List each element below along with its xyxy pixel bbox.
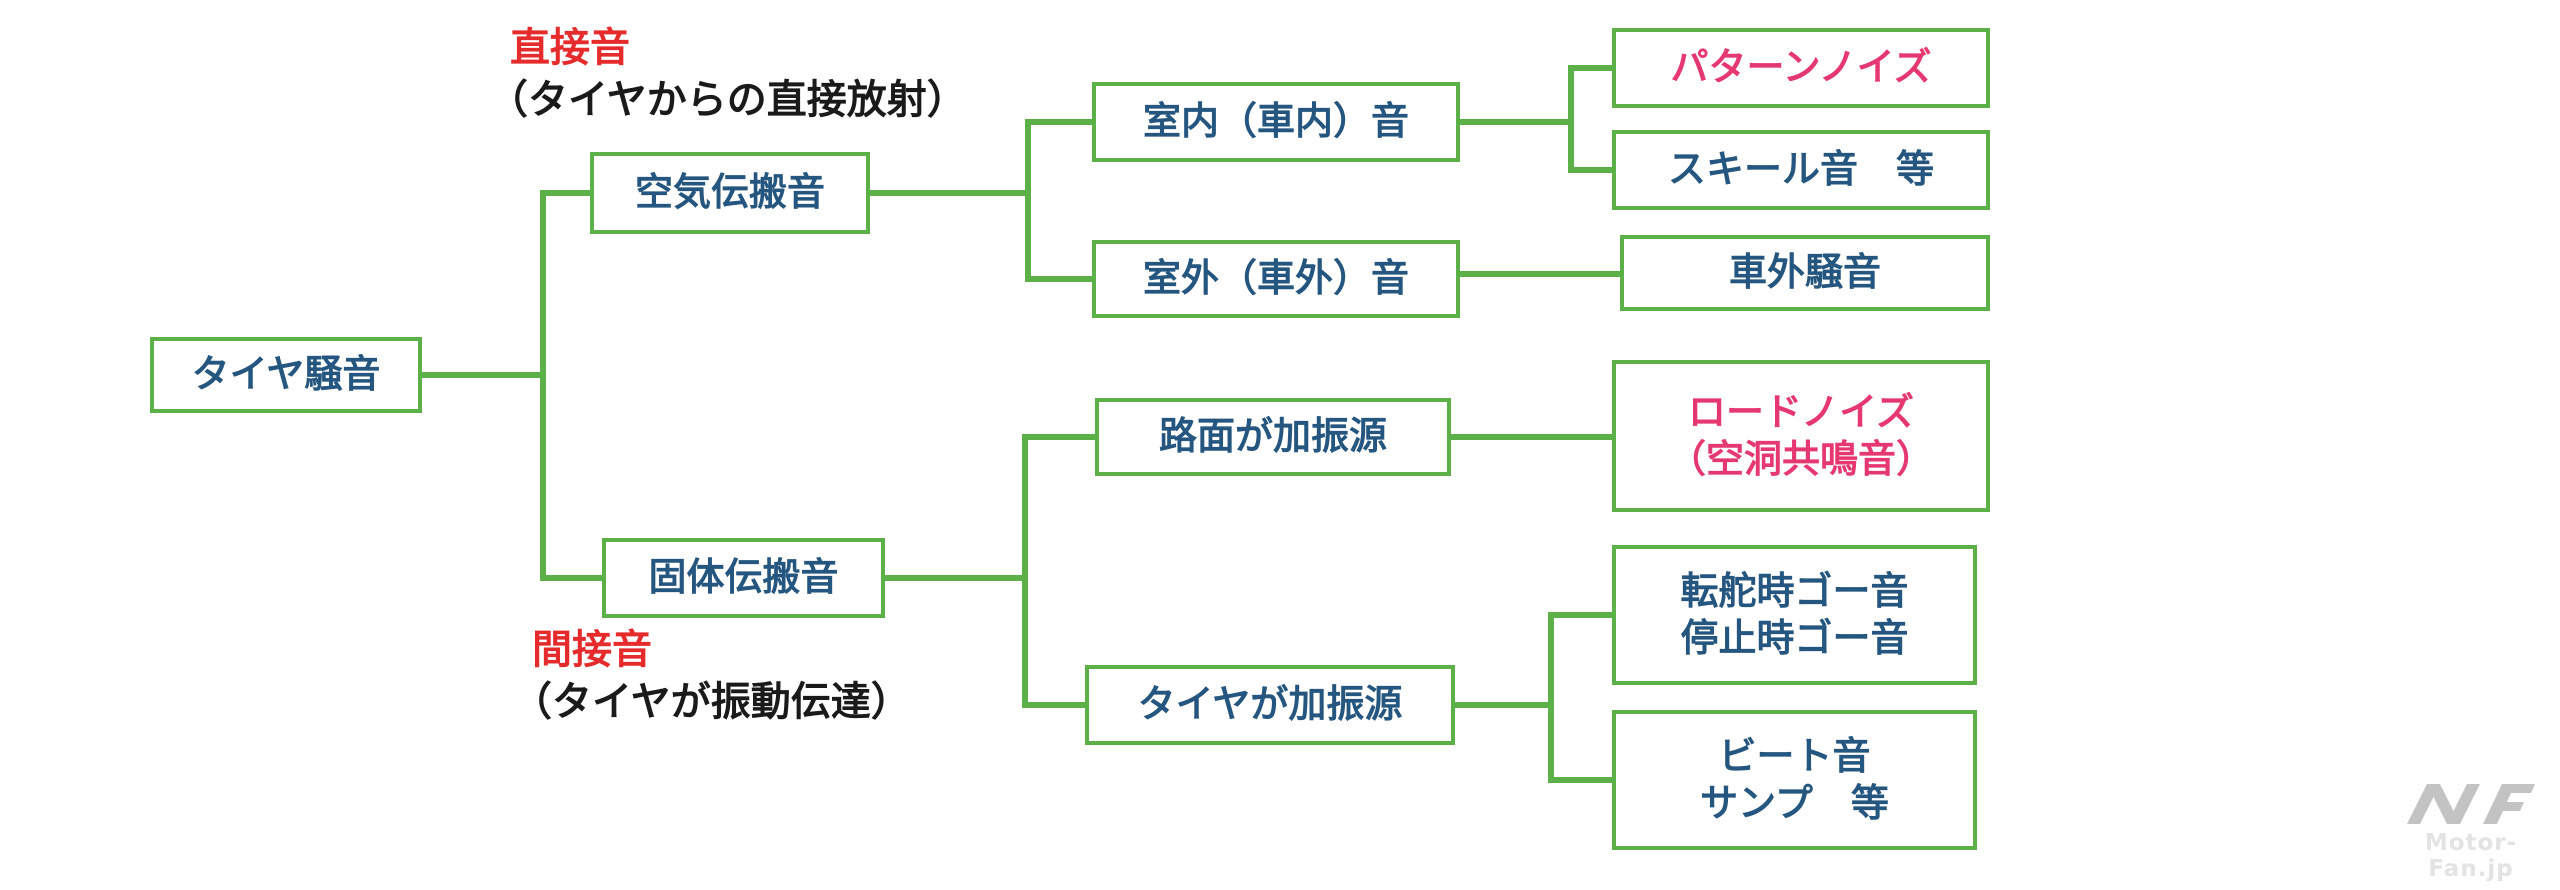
node-exterior-label: 室外（車外）音 (1142, 256, 1409, 301)
node-steering-groan: 転舵時ゴー音 停止時ゴー音 (1612, 545, 1977, 685)
node-road-noise-line1: ロードノイズ (1687, 389, 1915, 434)
node-road-excitation-label: 路面が加振源 (1158, 414, 1387, 459)
connector-airborne-horizontal (870, 190, 1031, 196)
node-tire-noise-root: タイヤ騒音 (150, 337, 422, 413)
connector-root-trunk (540, 190, 546, 581)
node-tire-excitation-label: タイヤが加振源 (1137, 682, 1403, 727)
node-road-noise: ロードノイズ （空洞共鳴音） (1612, 360, 1990, 512)
node-tire-excitation: タイヤが加振源 (1085, 665, 1455, 745)
connector-stub-road-excitation (1022, 434, 1095, 440)
node-solidborne-label: 固体伝搬音 (648, 555, 839, 600)
node-beat-line2: サンプ 等 (1700, 781, 1889, 825)
node-squeal-sound: スキール音 等 (1612, 130, 1990, 210)
connector-tire-horizontal (1455, 702, 1554, 708)
node-steering-groan-line2: 停止時ゴー音 (1680, 616, 1909, 660)
connector-road-noise (1451, 434, 1612, 440)
node-airborne-label: 空気伝搬音 (634, 170, 825, 215)
connector-root-horizontal (422, 372, 546, 378)
connector-solidborne-trunk (1022, 434, 1028, 708)
direct-sound-title: 直接音 (510, 25, 630, 71)
node-road-noise-line2: （空洞共鳴音） (1667, 437, 1934, 481)
node-interior-label: 室内（車内）音 (1142, 99, 1409, 144)
connector-stub-interior (1025, 119, 1092, 125)
connector-exterior-noise (1460, 271, 1620, 277)
connector-stub-squeal (1568, 167, 1612, 173)
connector-stub-tire-excitation (1022, 702, 1085, 708)
node-tire-noise-label: タイヤ騒音 (191, 352, 381, 397)
node-exterior-noise: 車外騒音 (1620, 235, 1990, 311)
node-pattern-noise-label: パターンノイズ (1670, 45, 1932, 90)
connector-airborne-trunk (1025, 119, 1031, 282)
connector-stub-solidborne (540, 575, 602, 581)
connector-stub-exterior (1025, 276, 1092, 282)
node-interior-sound: 室内（車内）音 (1092, 82, 1460, 162)
node-road-excitation: 路面が加振源 (1095, 398, 1451, 476)
connector-stub-airborne (540, 190, 590, 196)
indirect-sound-subtitle: （タイヤが振動伝達） (512, 679, 911, 725)
connector-interior-trunk (1568, 65, 1574, 173)
node-airborne-sound: 空気伝搬音 (590, 152, 870, 234)
node-pattern-noise: パターンノイズ (1612, 28, 1990, 108)
indirect-sound-title: 間接音 (532, 627, 652, 673)
node-beat-line1: ビート音 (1718, 733, 1871, 778)
watermark-caption: Motor-Fan.jp (2424, 830, 2518, 882)
node-exterior-sound: 室外（車外）音 (1092, 240, 1460, 318)
node-steering-groan-line1: 転舵時ゴー音 (1680, 568, 1909, 613)
connector-stub-steering-groan (1548, 612, 1612, 618)
motor-fan-logo-icon (2407, 784, 2535, 824)
node-beat-sound: ビート音 サンプ 等 (1612, 710, 1977, 850)
connector-tire-trunk (1548, 612, 1554, 783)
watermark: Motor-Fan.jp (2396, 776, 2546, 882)
node-squeal-label: スキール音 等 (1667, 147, 1934, 192)
direct-sound-subtitle: （タイヤからの直接放射） (488, 77, 967, 123)
connector-solidborne-horizontal (885, 575, 1028, 581)
connector-stub-beat (1548, 777, 1612, 783)
connector-stub-pattern-noise (1568, 65, 1612, 71)
node-solidborne-sound: 固体伝搬音 (602, 538, 885, 618)
connector-interior-horizontal (1460, 119, 1574, 125)
node-exterior-noise-label: 車外騒音 (1728, 250, 1881, 295)
